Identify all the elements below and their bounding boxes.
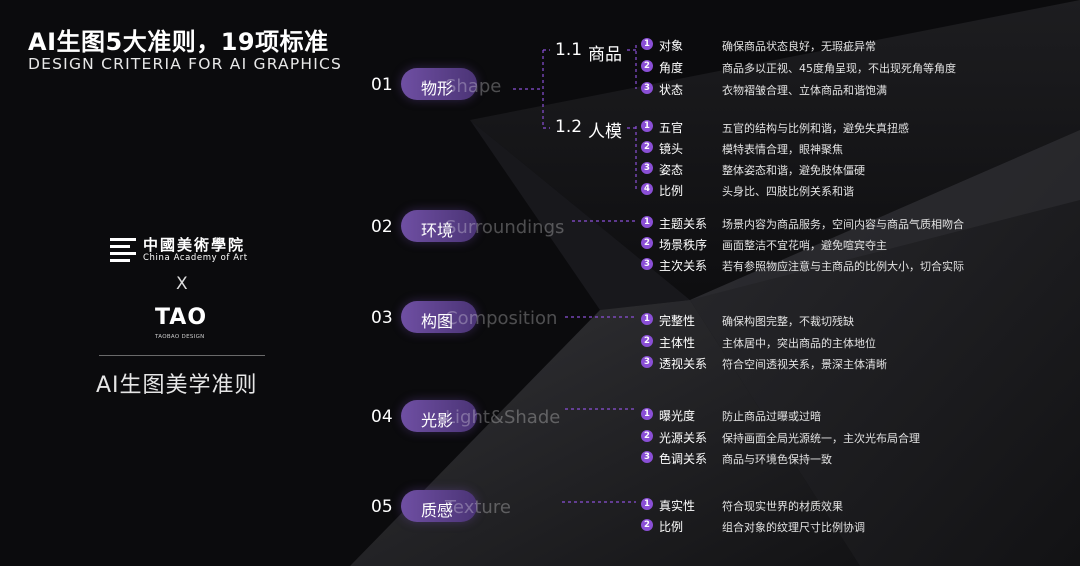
item-desc: 画面整洁不宜花哨，避免喧宾夺主 — [722, 239, 887, 252]
item-desc: 若有参照物应注意与主商品的比例大小，切合实际 — [722, 260, 964, 273]
criterion-01-label: 物形 — [421, 79, 454, 98]
page-subtitle: DESIGN CRITERIA FOR AI GRAPHICS — [28, 55, 343, 73]
item-desc: 衣物褶皱合理、立体商品和谐饱满 — [722, 84, 887, 97]
item-name: 主题关系 — [659, 217, 708, 231]
criterion-05-number: 05 — [371, 497, 393, 517]
item-desc: 确保构图完整，不裁切残缺 — [722, 315, 854, 328]
criterion-02-en: Surroundings — [445, 217, 565, 238]
item-name: 主次关系 — [659, 259, 708, 273]
criterion-04-number: 04 — [371, 407, 393, 427]
collab-x: X — [176, 274, 188, 294]
item-name: 角度 — [659, 61, 684, 75]
item-name: 五官 — [659, 121, 684, 135]
item-desc: 头身比、四肢比例关系和谐 — [722, 185, 854, 198]
item-badge: 1 — [641, 216, 653, 228]
criterion-04-en: Light&Shade — [445, 407, 561, 428]
criterion-05-label: 质感 — [421, 501, 454, 520]
item-name: 主体性 — [659, 336, 696, 350]
criterion-02-label: 环境 — [421, 221, 454, 240]
group-1-1-name: 商品 — [588, 45, 622, 65]
page-title: AI生图5大准则，19项标准 — [28, 28, 329, 56]
item-desc: 商品多以正视、45度角呈现，不出现死角等角度 — [722, 62, 956, 75]
criterion-01-en: Shape — [445, 76, 502, 97]
china-academy-of-art-logo: 中國美術學院 China Academy of Art — [110, 234, 260, 266]
group-1-2-name: 人模 — [588, 122, 622, 142]
caa-name-cn: 中國美術學院 — [143, 236, 246, 254]
item-badge: 3 — [641, 82, 653, 94]
item-name: 比例 — [659, 520, 684, 534]
item-badge: 2 — [641, 60, 653, 72]
item-badge: 2 — [641, 430, 653, 442]
item-desc: 五官的结构与比例和谐，避免失真扭感 — [722, 122, 909, 135]
item-name: 比例 — [659, 184, 684, 198]
item-badge: 3 — [641, 451, 653, 463]
item-badge: 3 — [641, 356, 653, 368]
item-desc: 防止商品过曝或过暗 — [722, 410, 821, 423]
item-name: 姿态 — [659, 163, 684, 177]
item-badge: 1 — [641, 120, 653, 132]
item-desc: 保持画面全局光源统一，主次光布局合理 — [722, 432, 920, 445]
criterion-04-label: 光影 — [421, 411, 454, 430]
criterion-03-number: 03 — [371, 308, 393, 328]
item-desc: 场景内容为商品服务，空间内容与商品气质相吻合 — [722, 218, 964, 231]
item-desc: 确保商品状态良好，无瑕疵异常 — [722, 40, 876, 53]
caa-name-en: China Academy of Art — [143, 253, 248, 263]
item-badge: 1 — [641, 498, 653, 510]
criterion-01-number: 01 — [371, 75, 393, 95]
item-badge: 1 — [641, 408, 653, 420]
criterion-02-pill — [401, 210, 477, 242]
taobao-design-label: TAOBAO DESIGN — [155, 334, 205, 340]
item-badge: 2 — [641, 141, 653, 153]
item-name: 色调关系 — [659, 452, 708, 466]
item-name: 曝光度 — [659, 409, 696, 423]
item-badge: 3 — [641, 258, 653, 270]
item-name: 对象 — [659, 39, 684, 53]
group-1-1-number: 1.1 — [555, 40, 583, 60]
item-badge: 3 — [641, 162, 653, 174]
criterion-05-pill — [401, 490, 477, 522]
item-desc: 符合现实世界的材质效果 — [722, 500, 843, 513]
item-name: 完整性 — [659, 314, 696, 328]
item-name: 场景秩序 — [659, 238, 708, 252]
item-badge: 1 — [641, 313, 653, 325]
item-desc: 模特表情合理，眼神聚焦 — [722, 143, 843, 156]
criterion-03-pill — [401, 301, 477, 333]
divider — [99, 355, 265, 356]
item-desc: 主体居中，突出商品的主体地位 — [722, 337, 876, 350]
criterion-03-label: 构图 — [421, 312, 454, 331]
group-1-2-number: 1.2 — [555, 117, 583, 137]
criterion-05-en: Texture — [445, 497, 511, 518]
item-badge: 2 — [641, 519, 653, 531]
taobao-design-logo: TAO TAOBAO DESIGN — [155, 305, 215, 345]
item-name: 光源关系 — [659, 431, 708, 445]
aesthetic-title: AI生图美学准则 — [96, 373, 258, 398]
item-badge: 4 — [641, 183, 653, 195]
caa-mark-icon — [110, 238, 136, 262]
criterion-04-pill — [401, 400, 477, 432]
criterion-03-en: Composition — [445, 308, 558, 329]
item-name: 状态 — [659, 83, 684, 97]
item-desc: 整体姿态和谐，避免肢体僵硬 — [722, 164, 865, 177]
item-name: 透视关系 — [659, 357, 708, 371]
item-badge: 1 — [641, 38, 653, 50]
criterion-02-number: 02 — [371, 217, 393, 237]
item-badge: 2 — [641, 335, 653, 347]
criterion-01-pill — [401, 68, 477, 100]
item-name: 真实性 — [659, 499, 696, 513]
item-name: 镜头 — [659, 142, 684, 156]
item-badge: 2 — [641, 237, 653, 249]
item-desc: 组合对象的纹理尺寸比例协调 — [722, 521, 865, 534]
tao-wordmark: TAO — [155, 305, 208, 330]
item-desc: 商品与环境色保持一致 — [722, 453, 832, 466]
item-desc: 符合空间透视关系，景深主体清晰 — [722, 358, 887, 371]
